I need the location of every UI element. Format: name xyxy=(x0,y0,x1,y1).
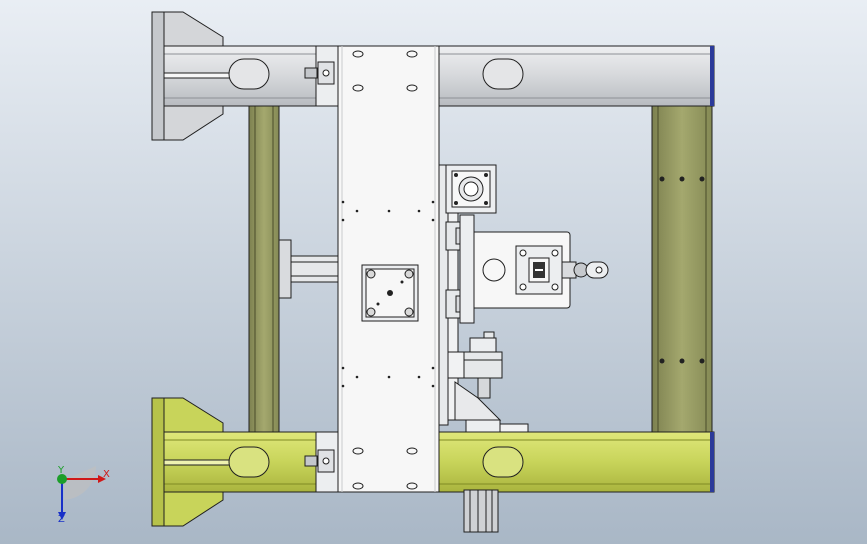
lower-actuator-assembly[interactable] xyxy=(447,331,529,433)
plate-bolts xyxy=(352,50,418,490)
gripper-motor[interactable] xyxy=(515,245,563,295)
gripper-connector[interactable] xyxy=(561,261,609,279)
axis-y-label: Y xyxy=(58,465,65,476)
center-stepper-motor[interactable] xyxy=(361,264,419,322)
axis-triad xyxy=(57,466,106,520)
top-beam-slot-left xyxy=(228,58,270,90)
left-column[interactable] xyxy=(248,103,280,435)
upper-small-motor[interactable] xyxy=(445,164,497,214)
right-column[interactable] xyxy=(651,103,713,435)
top-carriage-block[interactable] xyxy=(304,45,339,107)
top-left-bracket[interactable] xyxy=(151,11,224,141)
bottom-beam-slot-left xyxy=(228,446,270,478)
bottom-left-bracket[interactable] xyxy=(151,397,224,527)
top-beam-slot-right xyxy=(482,58,524,90)
bottom-guide-rail[interactable] xyxy=(463,489,499,533)
axis-z-label: Z xyxy=(58,514,65,525)
bottom-carriage-block[interactable] xyxy=(304,431,339,493)
left-cylinder-rod[interactable] xyxy=(278,239,340,299)
axis-x-label: X xyxy=(103,469,110,480)
plate-small-holes xyxy=(341,200,435,388)
bottom-beam-end-cap xyxy=(710,432,714,492)
bottom-beam-slot-right xyxy=(482,446,524,478)
top-beam-end-cap xyxy=(710,46,714,106)
